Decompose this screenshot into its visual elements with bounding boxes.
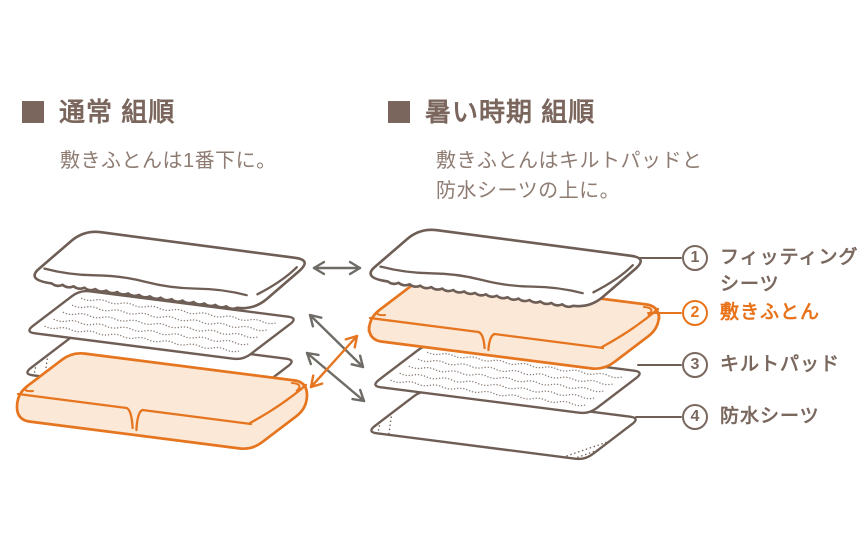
hot-season-heading: 暑い時期 組順 xyxy=(388,97,595,127)
heading-bullet-square xyxy=(388,101,410,123)
hot-season-description: 敷きふとんはキルトパッドと 防水シーツの上に。 xyxy=(436,146,703,206)
legend-item-waterproof-sheet: 4 防水シーツ xyxy=(682,404,820,430)
left-fitting-sheet-layer xyxy=(33,230,306,311)
swap-arrow-futon xyxy=(309,334,359,389)
normal-order-heading: 通常 組順 xyxy=(22,97,175,127)
right-fitting-sheet-layer xyxy=(369,228,642,309)
normal-order-title: 通常 組順 xyxy=(59,97,176,127)
legend-item-quilt-pad: 3 キルトパッド xyxy=(682,352,840,378)
hot-season-description-line2: 防水シーツの上に。 xyxy=(436,180,621,202)
legend-label-1: フィッティング シーツ xyxy=(720,247,859,295)
left-quilt-pad-layer xyxy=(28,289,295,361)
legend-item-futon: 2 敷きふとん xyxy=(682,300,820,326)
legend-number-2: 2 xyxy=(682,300,708,326)
hot-season-title: 暑い時期 組順 xyxy=(425,97,596,127)
swap-arrow-top xyxy=(312,260,362,276)
heading-bullet-square xyxy=(22,101,44,123)
legend-label-2: 敷きふとん xyxy=(720,302,821,323)
legend-number-1: 1 xyxy=(682,245,708,271)
legend-item-fitting-sheet: 1 フィッティング シーツ xyxy=(682,245,858,298)
normal-order-description: 敷きふとんは1番下に。 xyxy=(60,150,277,172)
swap-arrow-waterproof xyxy=(305,351,366,403)
hot-season-description-line1: 敷きふとんはキルトパッドと xyxy=(436,150,703,172)
legend-label-3: キルトパッド xyxy=(720,354,841,375)
swap-arrow-quilt xyxy=(308,313,365,369)
legend-number-4: 4 xyxy=(682,404,708,430)
legend-label-4: 防水シーツ xyxy=(720,406,820,427)
legend-number-3: 3 xyxy=(682,352,708,378)
left-futon-layer xyxy=(15,351,309,451)
